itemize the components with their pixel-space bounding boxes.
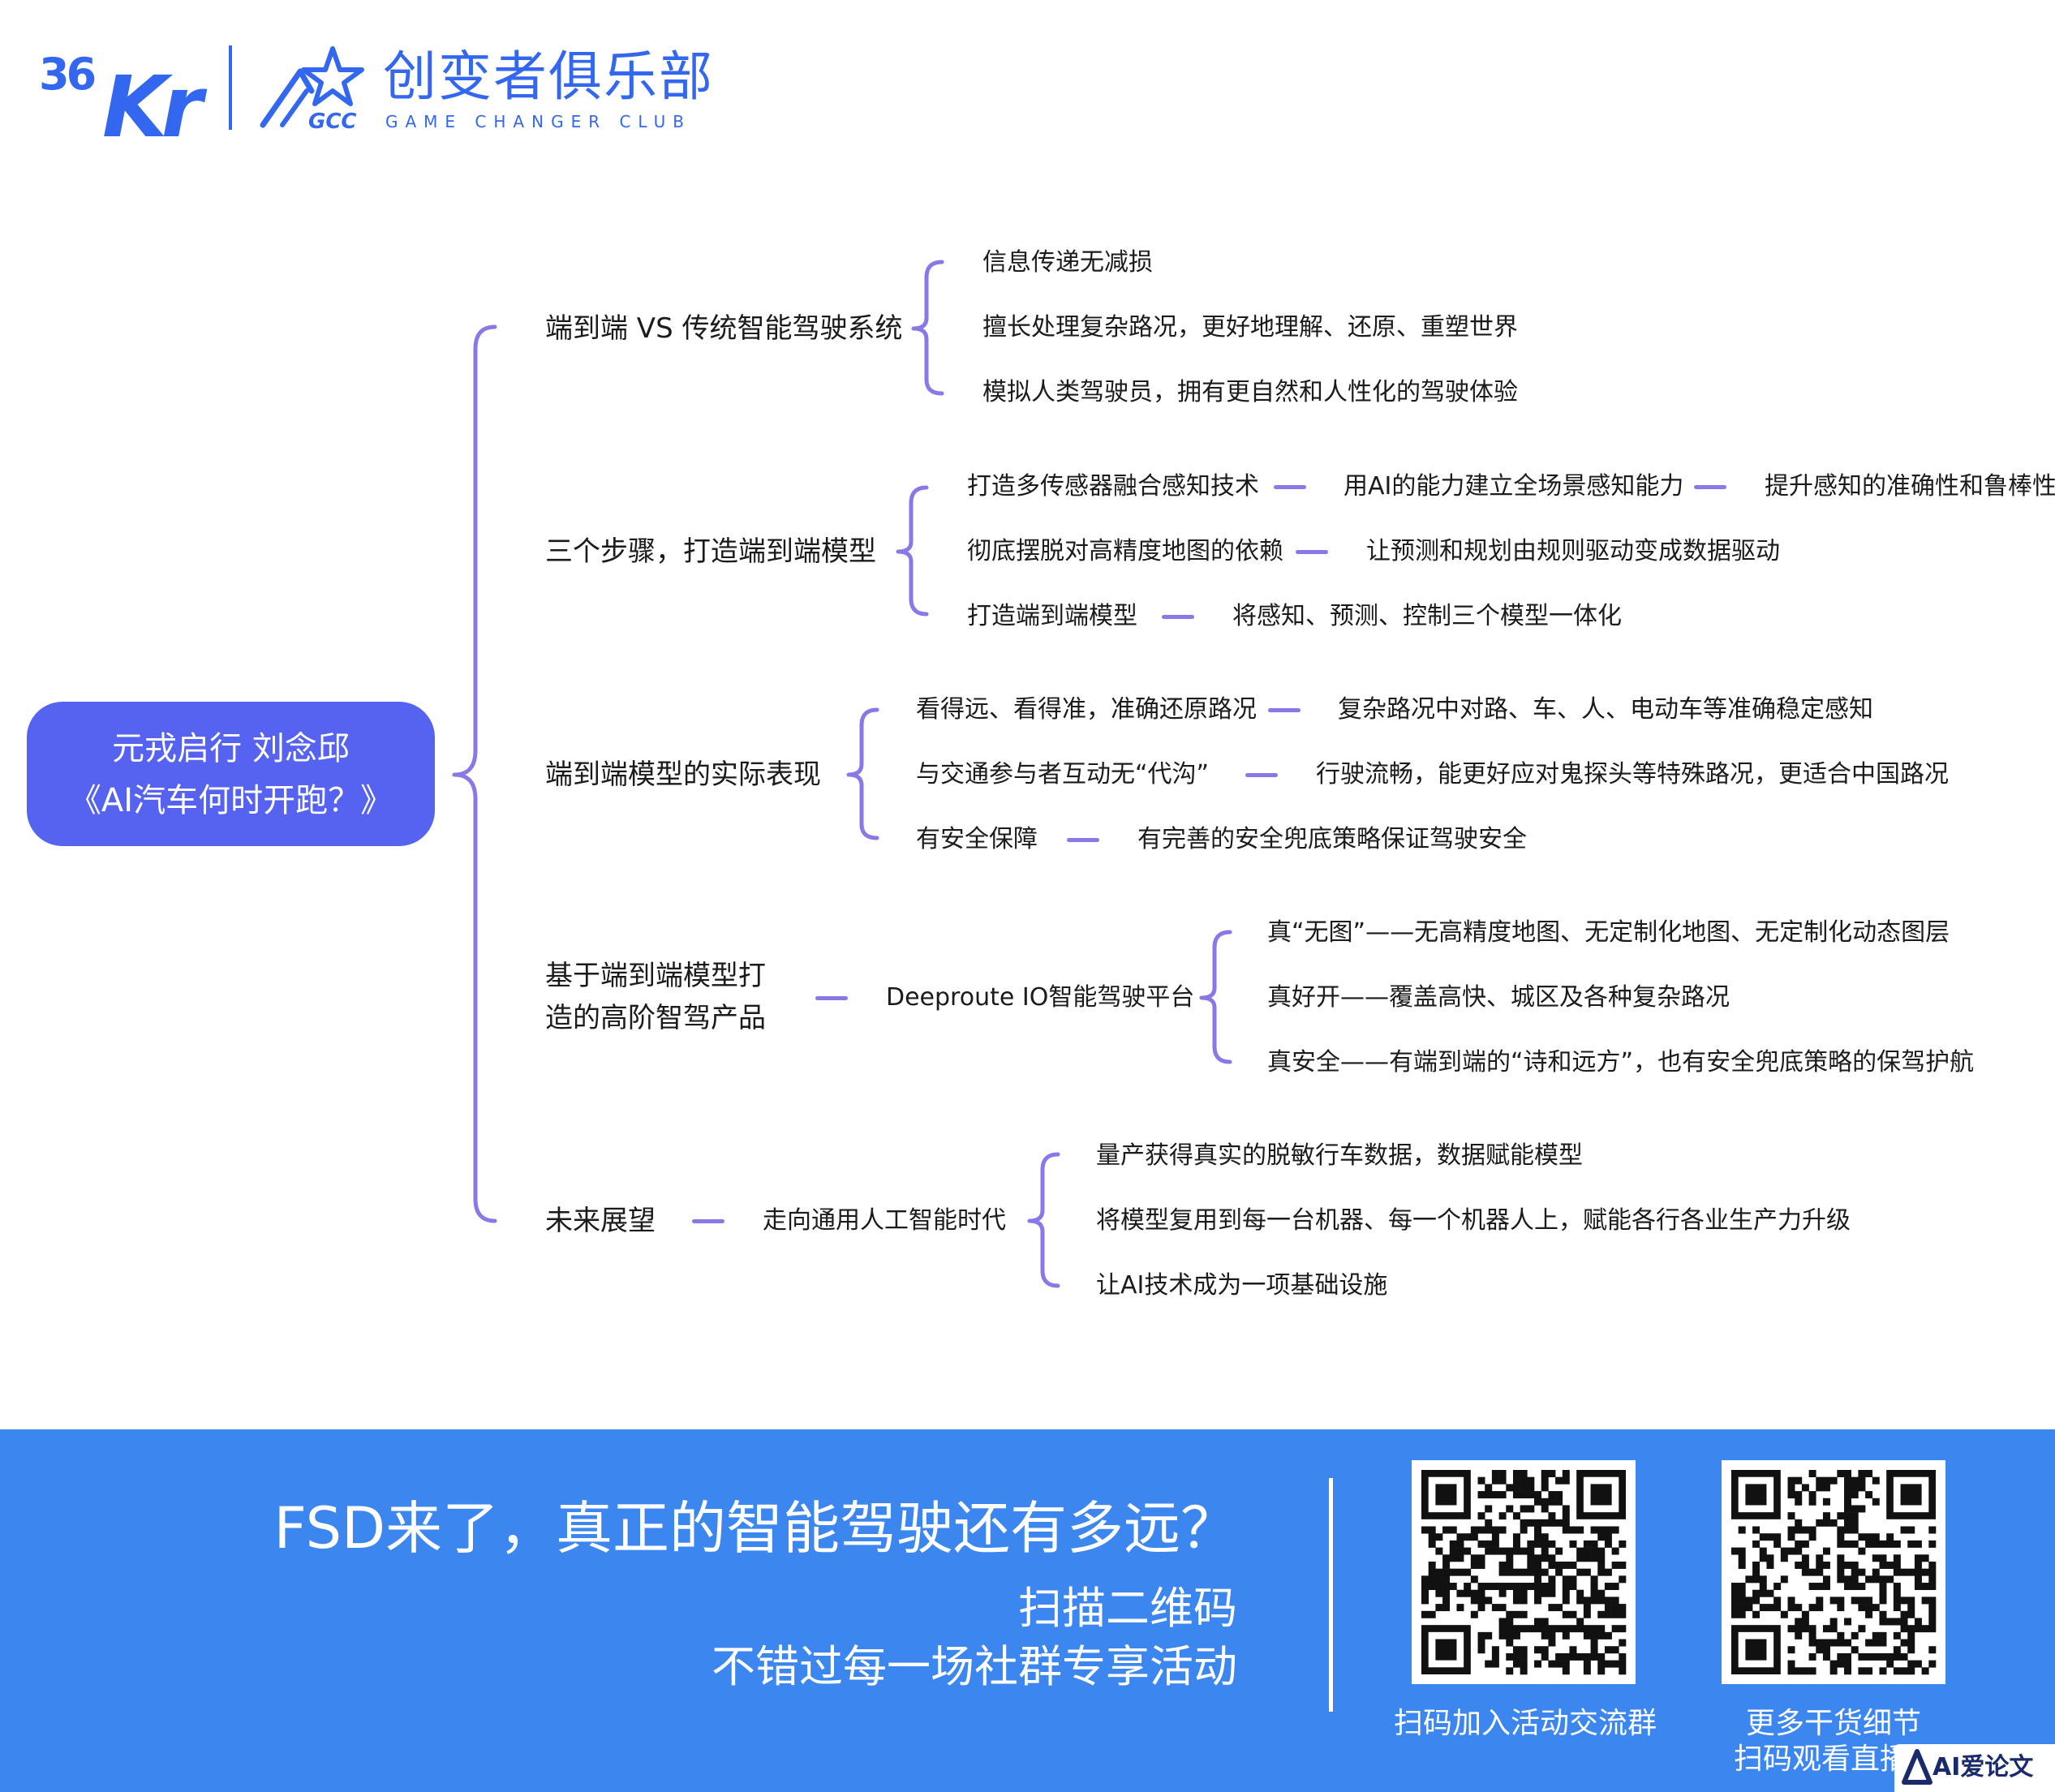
future-node: 走向通用人工智能时代	[763, 1206, 1006, 1235]
leaf: 将感知、预测、控制三个模型一体化	[1232, 602, 1622, 630]
root-talk-title: 《AI汽车何时开跑？》	[68, 782, 393, 819]
connector-dash	[1162, 615, 1194, 619]
qr-code-icon	[1731, 1470, 1937, 1675]
branch-label: 端到端 VS 传统智能驾驶系统	[545, 312, 903, 345]
logo-36kr-letters: Kr	[102, 58, 203, 157]
platform-node: Deeproute IO智能驾驶平台	[886, 983, 1195, 1012]
root-speaker: 元戎启行 刘念邱	[112, 730, 350, 767]
connector-dash	[1268, 708, 1300, 712]
leaf: 将模型复用到每一台机器、每一个机器人上，赋能各行各业生产力升级	[1096, 1206, 1851, 1235]
qr-caption: 扫码观看直播	[1733, 1743, 1909, 1776]
logo-divider	[229, 45, 232, 130]
bracket-branch-1	[911, 260, 944, 396]
branch-label: 造的高阶智驾产品	[545, 1002, 766, 1034]
connector-dash	[692, 1219, 724, 1223]
banner-title: FSD来了，真正的智能驾驶还有多远？	[273, 1495, 1237, 1562]
banner-subtitle: 扫描二维码	[1018, 1583, 1237, 1634]
qr-code-icon	[1421, 1470, 1627, 1675]
leaf: 真好开——覆盖高快、城区及各种复杂路况	[1267, 983, 1730, 1012]
mindmap-connectors	[452, 260, 1232, 1288]
branch-label: 基于端到端模型打	[545, 960, 766, 992]
leaf: 看得远、看得准，准确还原路况	[916, 695, 1257, 724]
leaf: 量产获得真实的脱敏行车数据，数据赋能模型	[1096, 1141, 1583, 1170]
watermark-logo-icon	[1902, 1749, 1932, 1785]
connector-dash	[1067, 838, 1099, 842]
connector-dash	[815, 996, 848, 1000]
main-bracket	[452, 324, 497, 1223]
connector-dash	[1274, 485, 1306, 489]
bracket-branch-3	[846, 707, 879, 840]
leaf: 用AI的能力建立全场景感知能力	[1343, 472, 1684, 501]
leaf: 信息传递无减损	[982, 248, 1153, 277]
bracket-branch-4	[1199, 930, 1232, 1064]
leaf: 擅长处理复杂路况，更好地理解、还原、重塑世界	[982, 313, 1518, 342]
qr-caption: 更多干货细节	[1745, 1707, 1921, 1740]
leaf: 打造多传感器融合感知技术	[967, 472, 1259, 501]
leaf: 让AI技术成为一项基础设施	[1096, 1271, 1388, 1300]
connector-dash	[1296, 550, 1328, 554]
bracket-branch-2	[896, 485, 929, 617]
root-node: 元戎启行 刘念邱 《AI汽车何时开跑？》	[27, 702, 435, 846]
leaf: 复杂路况中对路、车、人、电动车等准确稳定感知	[1338, 695, 1873, 724]
promo-banner	[0, 1429, 2055, 1792]
leaf: 彻底摆脱对高精度地图的依赖	[967, 537, 1283, 565]
leaf: 与交通参与者互动无“代沟”	[916, 760, 1210, 789]
banner-divider	[1329, 1478, 1333, 1712]
leaf: 让预测和规划由规则驱动变成数据驱动	[1366, 537, 1780, 565]
connector-dash	[1245, 773, 1278, 777]
leaf: 行驶流畅，能更好应对鬼探头等特殊路况，更适合中国路况	[1316, 760, 1949, 789]
gcc-badge: GCC	[308, 110, 357, 133]
leaf: 模拟人类驾驶员，拥有更自然和人性化的驾驶体验	[982, 378, 1518, 406]
club-name-en: GAME CHANGER CLUB	[385, 112, 691, 131]
qr-code-live[interactable]	[1722, 1460, 1945, 1684]
bracket-branch-5	[1027, 1152, 1060, 1288]
connector-dash	[1694, 485, 1726, 489]
branch-label: 端到端模型的实际表现	[545, 758, 821, 791]
logo-36kr-number: 36	[39, 49, 97, 100]
leaf: 有完善的安全兜底策略保证驾驶安全	[1137, 825, 1527, 853]
banner-subtitle: 不错过每一场社群专享活动	[712, 1641, 1237, 1692]
leaf: 有安全保障	[916, 825, 1038, 853]
leaf: 打造端到端模型	[967, 602, 1137, 630]
leaf: 提升感知的准确性和鲁棒性	[1765, 472, 2055, 501]
gcc-star-icon: GCC	[260, 46, 364, 133]
leaf: 真“无图”——无高精度地图、无定制化地图、无定制化动态图层	[1267, 918, 1950, 947]
branch-label: 三个步骤，打造端到端模型	[545, 535, 876, 568]
watermark-text: AI爱论文	[1932, 1753, 2034, 1781]
qr-caption: 扫码加入活动交流群	[1394, 1707, 1657, 1740]
club-name-zh: 创变者俱乐部	[383, 45, 714, 108]
leaf: 真安全——有端到端的“诗和远方”，也有安全兜底策略的保驾护航	[1267, 1048, 1975, 1076]
branch-label: 未来展望	[545, 1205, 656, 1237]
qr-code-group[interactable]	[1412, 1460, 1636, 1684]
